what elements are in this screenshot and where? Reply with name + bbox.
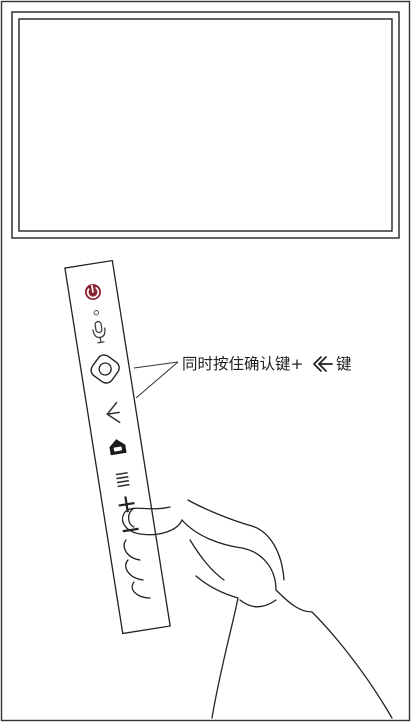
- home-icon: [109, 439, 127, 456]
- menu-icon: [115, 471, 130, 488]
- minus-icon: [122, 527, 139, 533]
- back-arrow-icon: [313, 356, 333, 372]
- tv-screen-icon: [11, 11, 400, 239]
- hand-illustration: [121, 499, 393, 719]
- instruction-suffix: 键: [336, 355, 352, 373]
- indicator-light: [93, 310, 99, 316]
- remote-control: [64, 259, 171, 635]
- instruction-label: 同时按住确认键+: [182, 355, 304, 373]
- ok-button-icon: [90, 354, 120, 384]
- power-icon: [84, 283, 101, 300]
- back-arrow-icon: [106, 401, 121, 424]
- callout-leader: [133, 361, 179, 399]
- microphone-icon: [92, 320, 106, 344]
